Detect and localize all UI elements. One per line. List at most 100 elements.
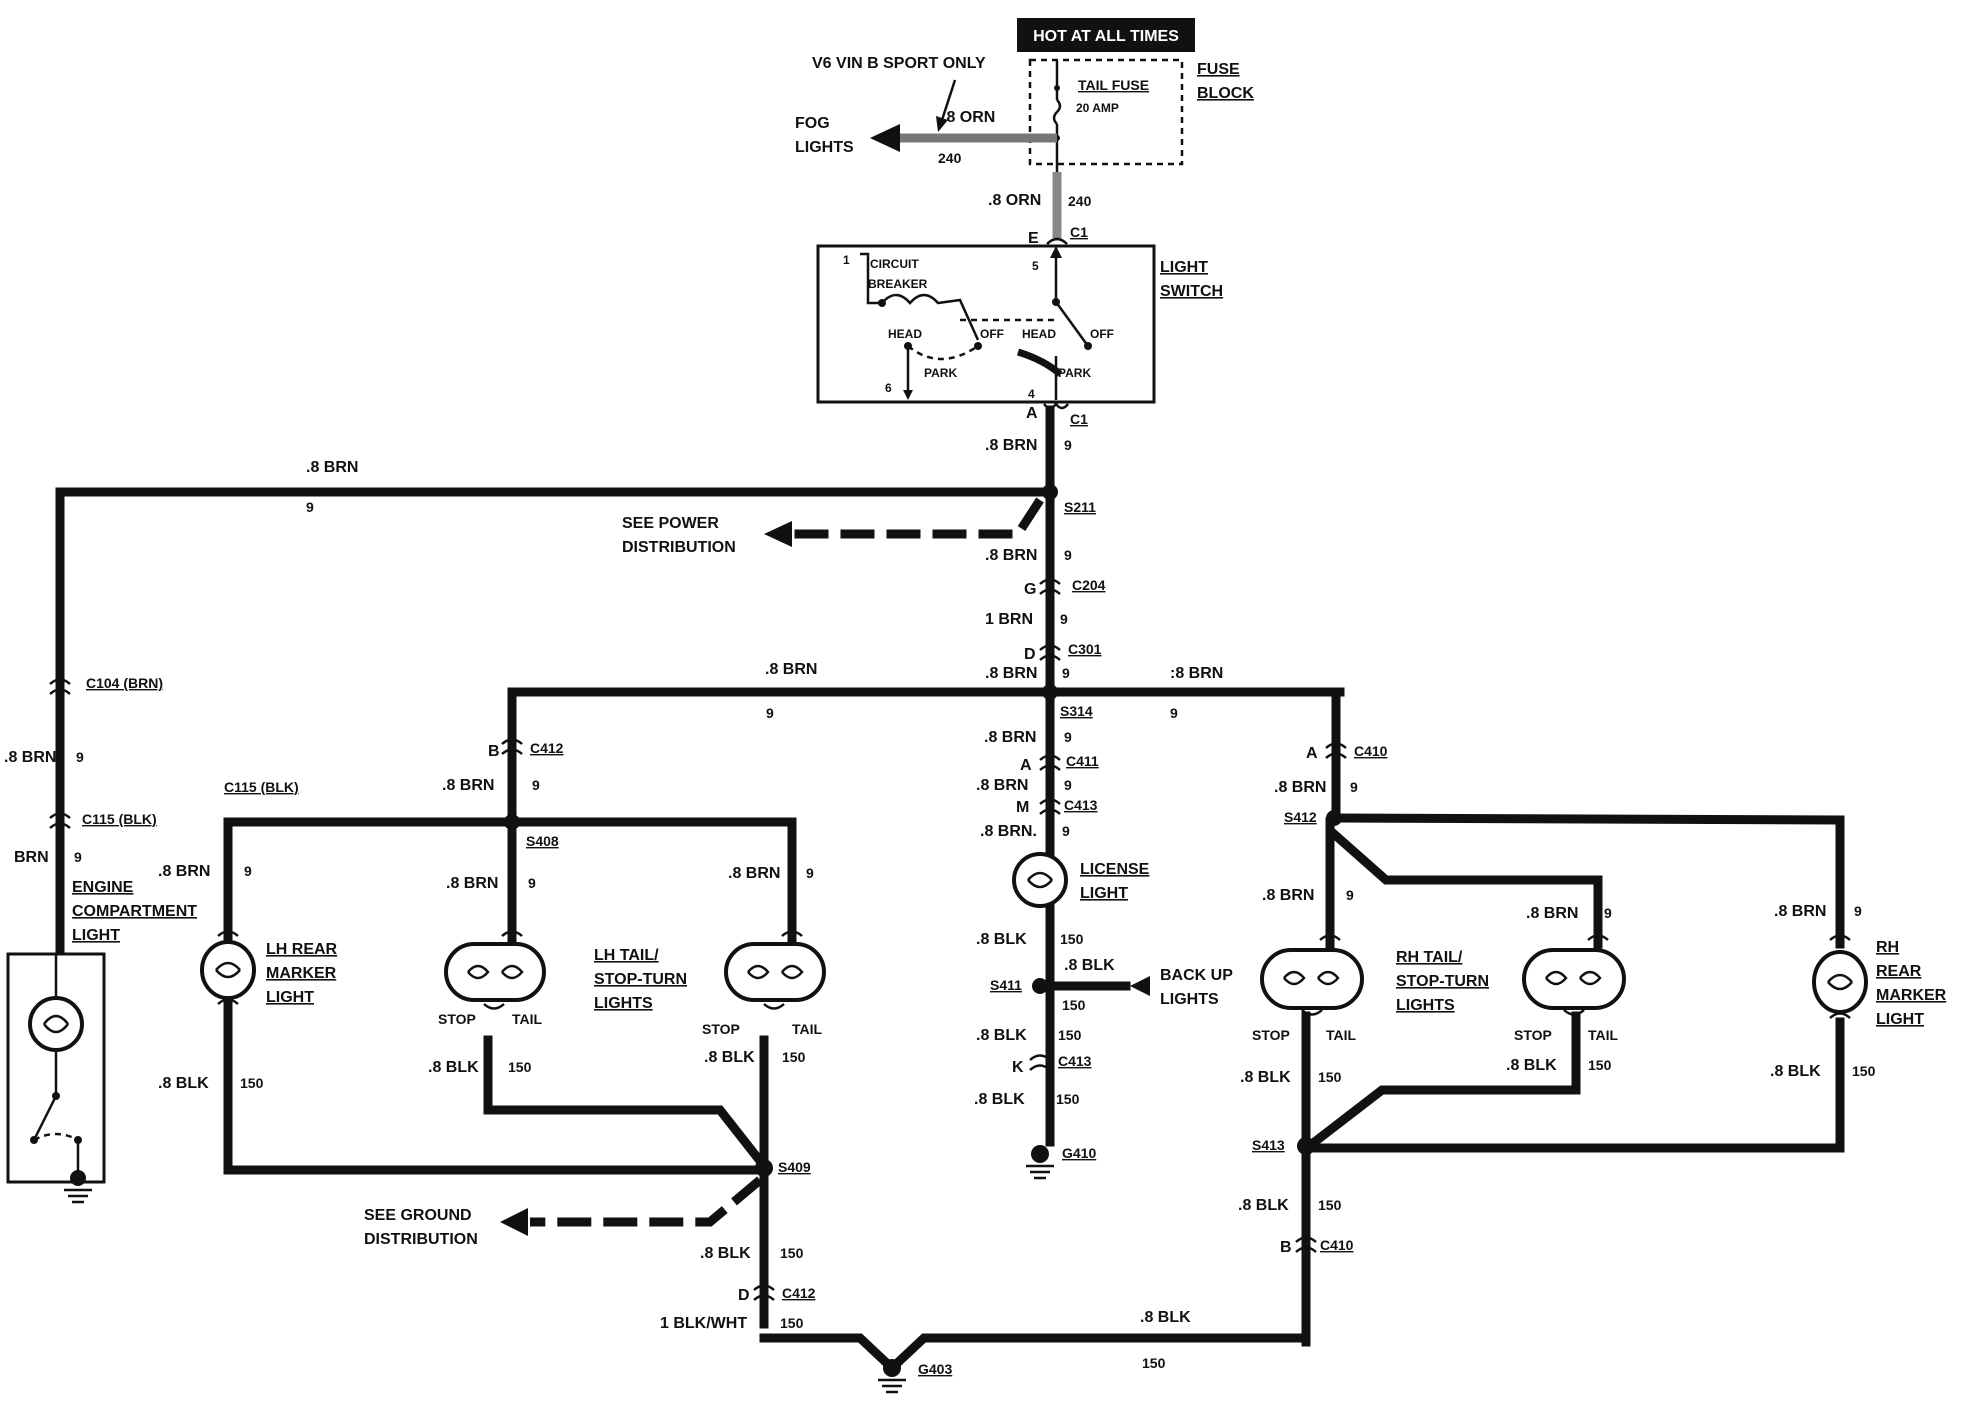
svg-text:S409: S409 [778, 1159, 811, 1175]
svg-text:LIGHT: LIGHT [72, 927, 120, 944]
rear-distribution-bus: .8 BRN 9 :8 BRN 9 [507, 661, 1345, 721]
svg-text:.8 BRN: .8 BRN [1774, 903, 1826, 920]
svg-text:9: 9 [1346, 887, 1354, 903]
svg-text:9: 9 [1062, 823, 1070, 839]
svg-text:C115 (BLK): C115 (BLK) [82, 811, 157, 827]
svg-text:A: A [1026, 405, 1038, 422]
svg-text:.8 BRN: .8 BRN [985, 665, 1037, 682]
svg-text:.8 BRN.: .8 BRN. [980, 823, 1037, 840]
svg-text:C410: C410 [1320, 1237, 1354, 1253]
svg-text:.8 BLK: .8 BLK [700, 1245, 751, 1262]
svg-text:.8 BLK: .8 BLK [1238, 1197, 1289, 1214]
lh-tail-light-outer: STOP TAIL LH TAIL/ STOP-TURN LIGHTS [594, 930, 826, 1037]
svg-text:9: 9 [528, 875, 536, 891]
rh-feed: A C410 .8 BRN 9 S412 [1274, 687, 1388, 826]
svg-text:240: 240 [938, 150, 962, 166]
svg-text:DISTRIBUTION: DISTRIBUTION [364, 1231, 478, 1248]
svg-text:TAIL: TAIL [1326, 1027, 1357, 1043]
svg-text:HEAD: HEAD [1022, 327, 1056, 341]
svg-text:9: 9 [1854, 903, 1862, 919]
svg-text:.8 ORN: .8 ORN [942, 109, 995, 126]
svg-text:C1: C1 [1070, 224, 1088, 240]
svg-text:M: M [1016, 799, 1029, 816]
svg-text:.8 BLK: .8 BLK [1240, 1069, 1291, 1086]
svg-text:LIGHT: LIGHT [1876, 1011, 1924, 1028]
lh-rear-marker-light: LH REAR MARKER LIGHT [200, 930, 338, 1006]
lh-feed: B C412 .8 BRN 9 S408 C115 (BLK) [224, 687, 564, 945]
svg-text:LIGHTS: LIGHTS [1160, 991, 1219, 1008]
svg-text:.8 BRN: .8 BRN [1526, 905, 1578, 922]
svg-text:MARKER: MARKER [1876, 987, 1947, 1004]
svg-text:K: K [1012, 1059, 1024, 1076]
svg-text:B: B [1280, 1239, 1292, 1256]
svg-text:ENGINE: ENGINE [72, 879, 134, 896]
svg-text:1: 1 [843, 253, 850, 267]
svg-text:150: 150 [782, 1049, 806, 1065]
svg-text:150: 150 [1142, 1355, 1166, 1371]
svg-text:9: 9 [1064, 547, 1072, 563]
svg-text:.8 BRN: .8 BRN [984, 729, 1036, 746]
see-ground-distribution: SEE GROUND DISTRIBUTION [364, 1176, 763, 1248]
svg-text:.8 BRN: .8 BRN [1262, 887, 1314, 904]
svg-text:TAIL: TAIL [792, 1021, 823, 1037]
svg-text:S408: S408 [526, 833, 559, 849]
engine-compartment-lamp [28, 954, 84, 1178]
svg-text:SEE GROUND: SEE GROUND [364, 1207, 472, 1224]
svg-text:STOP-TURN: STOP-TURN [594, 971, 687, 988]
svg-text:9: 9 [1064, 437, 1072, 453]
svg-text:C412: C412 [530, 740, 564, 756]
svg-text:.8 BLK: .8 BLK [1506, 1057, 1557, 1074]
svg-text:1 BLK/WHT: 1 BLK/WHT [660, 1315, 747, 1332]
svg-text:C411: C411 [1066, 753, 1099, 769]
svg-text:9: 9 [306, 499, 314, 515]
svg-text:150: 150 [1060, 931, 1084, 947]
svg-text:C301: C301 [1068, 641, 1102, 657]
svg-text:PARK: PARK [924, 366, 957, 380]
svg-text:STOP: STOP [1252, 1027, 1290, 1043]
svg-text:BACK UP: BACK UP [1160, 967, 1233, 984]
svg-text:V6 VIN B SPORT ONLY: V6 VIN B SPORT ONLY [812, 55, 986, 72]
svg-text:9: 9 [76, 749, 84, 765]
svg-text:COMPARTMENT: COMPARTMENT [72, 903, 197, 920]
svg-text:150: 150 [1588, 1057, 1612, 1073]
svg-text:9: 9 [74, 849, 82, 865]
svg-text:.8 ORN: .8 ORN [988, 192, 1041, 209]
svg-text:BLOCK: BLOCK [1197, 85, 1254, 102]
svg-text:.8 BRN: .8 BRN [306, 459, 358, 476]
svg-text:.8 BRN: .8 BRN [985, 547, 1037, 564]
svg-text:LIGHTS: LIGHTS [594, 995, 653, 1012]
svg-text:9: 9 [532, 777, 540, 793]
svg-text:HOT AT ALL TIMES: HOT AT ALL TIMES [1033, 28, 1179, 45]
svg-text:RH TAIL/: RH TAIL/ [1396, 949, 1463, 966]
svg-text:9: 9 [1170, 705, 1178, 721]
svg-text:STOP: STOP [438, 1011, 476, 1027]
svg-text:.8 BLK: .8 BLK [976, 1027, 1027, 1044]
fuse-block: FUSE BLOCK [1028, 58, 1254, 166]
rh-ground-wires: .8 BLK 150 .8 BLK 150 .8 BLK 150 S413 .8… [1140, 1011, 1876, 1371]
svg-text:.8 BLK: .8 BLK [158, 1075, 209, 1092]
rh-tail-light-outer: STOP TAIL RH TAIL/ STOP-TURN LIGHTS [1396, 934, 1626, 1043]
engine-ground-icon [64, 1170, 92, 1204]
svg-text:.8 BRN: .8 BRN [765, 661, 817, 678]
g403-ground: G403 [759, 1333, 1307, 1394]
svg-text:STOP: STOP [702, 1021, 740, 1037]
svg-text:S211: S211 [1064, 499, 1096, 515]
svg-text:STOP: STOP [1514, 1027, 1552, 1043]
svg-text:FOG: FOG [795, 115, 830, 132]
svg-text:9: 9 [806, 865, 814, 881]
lh-branch-wires: .8 BRN 9 .8 BRN 9 .8 BRN 9 [158, 817, 814, 945]
svg-text:.8 BLK: .8 BLK [976, 931, 1027, 948]
svg-text:PARK: PARK [1058, 366, 1091, 380]
svg-text:.8 BLK: .8 BLK [428, 1059, 479, 1076]
lh-ground-wires: .8 BLK 150 .8 BLK 150 .8 BLK 150 S409 .8… [158, 999, 816, 1332]
svg-text:5: 5 [1032, 259, 1039, 273]
svg-text:150: 150 [240, 1075, 264, 1091]
switch-output-connector: A C1 [1026, 401, 1088, 427]
svg-text:.8 BLK: .8 BLK [1064, 957, 1115, 974]
svg-text:C204: C204 [1072, 577, 1106, 593]
svg-text:150: 150 [1318, 1197, 1342, 1213]
svg-text:CIRCUIT: CIRCUIT [870, 257, 919, 271]
svg-text:BREAKER: BREAKER [868, 277, 928, 291]
svg-text:STOP-TURN: STOP-TURN [1396, 973, 1489, 990]
